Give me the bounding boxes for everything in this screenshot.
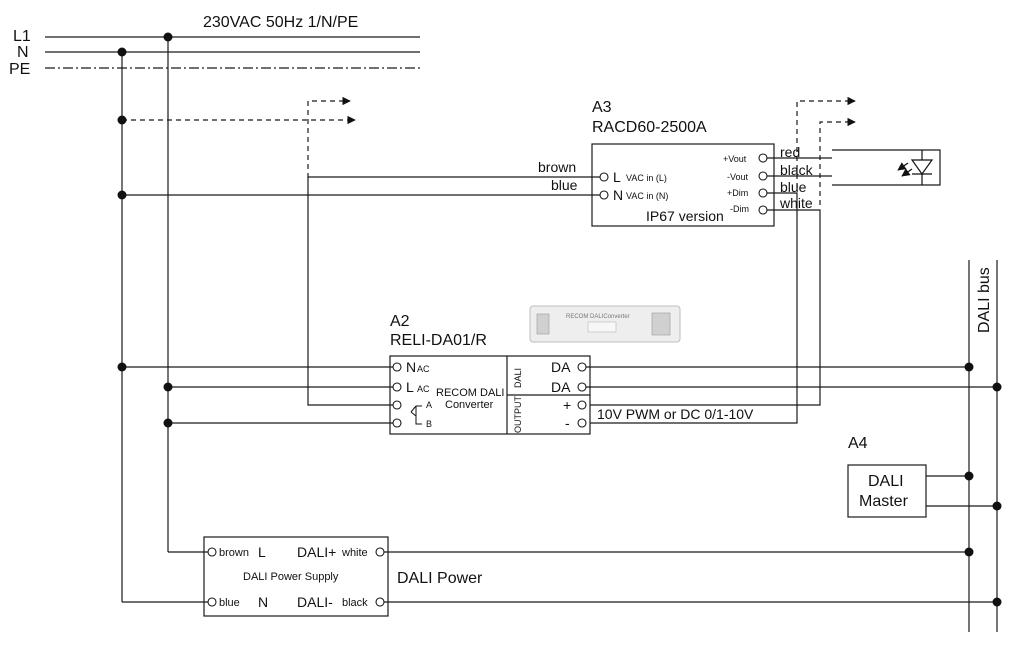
psu-dali-plus: DALI+ — [297, 544, 336, 560]
a3-dim-minus: -Dim — [730, 204, 749, 214]
a2-nac: N — [406, 359, 416, 375]
dali-power-title: DALI Power — [397, 570, 483, 587]
a2-model: RELI-DA01/R — [390, 332, 487, 349]
a2-center-1: RECOM DALI — [436, 387, 504, 399]
junction-dots — [117, 32, 1002, 607]
a3-vout-plus: +Vout — [723, 154, 747, 164]
a2-term-a: A — [426, 400, 432, 410]
a2-term-b: B — [426, 419, 432, 429]
psu-box — [203, 536, 389, 617]
a3-col-black: black — [780, 162, 814, 178]
dali-bus-label: DALI bus — [976, 267, 993, 333]
a3-vout-minus: -Vout — [727, 172, 749, 182]
a3-in-l-sub: VAC in (L) — [626, 173, 667, 183]
product-image-label: RECOM DALIConverter — [566, 314, 630, 320]
a3-box — [591, 143, 775, 227]
a2-lac: L — [406, 379, 414, 395]
psu-l: L — [258, 544, 266, 560]
psu-name: DALI Power Supply — [243, 571, 339, 583]
switch-symbol — [410, 405, 422, 425]
a2-nac-sub: AC — [417, 364, 430, 374]
a3-dim-plus: +Dim — [727, 188, 748, 198]
a4-box — [847, 464, 927, 518]
psu-brown: brown — [219, 547, 249, 559]
l1-label: L1 — [13, 28, 31, 45]
psu-n: N — [258, 594, 268, 610]
a3-wire-blue: blue — [551, 177, 578, 193]
a2-ref: A2 — [390, 313, 410, 330]
a2-da-1: DA — [551, 359, 571, 375]
a4-line-1: DALI — [868, 473, 904, 490]
dali-power-supply: brown L DALI+ white DALI Power Supply bl… — [203, 536, 389, 617]
n-label: N — [17, 44, 29, 61]
a2-dali-vertical: DALI — [513, 368, 523, 388]
a3-col-white: white — [779, 195, 813, 211]
pe-label: PE — [9, 61, 30, 78]
psu-white: white — [341, 547, 368, 559]
a2-center-2: Converter — [445, 399, 494, 411]
a3-in-l: L — [613, 169, 621, 185]
a3-col-blue: blue — [780, 179, 807, 195]
mains-title: 230VAC 50Hz 1/N/PE — [203, 14, 358, 31]
a2-output-vertical: OUTPUT — [513, 396, 523, 434]
a2-lac-sub: AC — [417, 384, 430, 394]
a3-wire-brown: brown — [538, 159, 576, 175]
psu-blue: blue — [219, 597, 240, 609]
psu-dali-minus: DALI- — [297, 594, 333, 610]
a2-minus: - — [565, 415, 570, 431]
psu-black: black — [342, 597, 368, 609]
led-icon — [897, 150, 934, 185]
a2-converter: A2 RELI-DA01/R RECOM DALIConverter N AC … — [389, 305, 681, 435]
extension-lines — [122, 96, 856, 205]
a3-in-n: N — [613, 187, 623, 203]
a3-driver: A3 RACD60-2500A L VAC in (L) N VAC in (N… — [591, 99, 814, 227]
a3-model: RACD60-2500A — [592, 119, 707, 136]
product-image: RECOM DALIConverter — [529, 305, 681, 343]
a3-col-red: red — [780, 144, 800, 160]
a3-in-n-sub: VAC in (N) — [626, 191, 668, 201]
a3-ref: A3 — [592, 99, 612, 116]
a2-plus: + — [563, 397, 571, 413]
a3-version: IP67 version — [646, 208, 724, 224]
mains-bus: 230VAC 50Hz 1/N/PE L1 N PE — [9, 14, 420, 78]
pwm-label: 10V PWM or DC 0/1-10V — [597, 406, 754, 422]
a4-ref: A4 — [848, 435, 868, 452]
a2-da-2: DA — [551, 379, 571, 395]
a4-dali-master: A4 DALI Master — [847, 435, 927, 518]
a4-line-2: Master — [859, 493, 909, 510]
